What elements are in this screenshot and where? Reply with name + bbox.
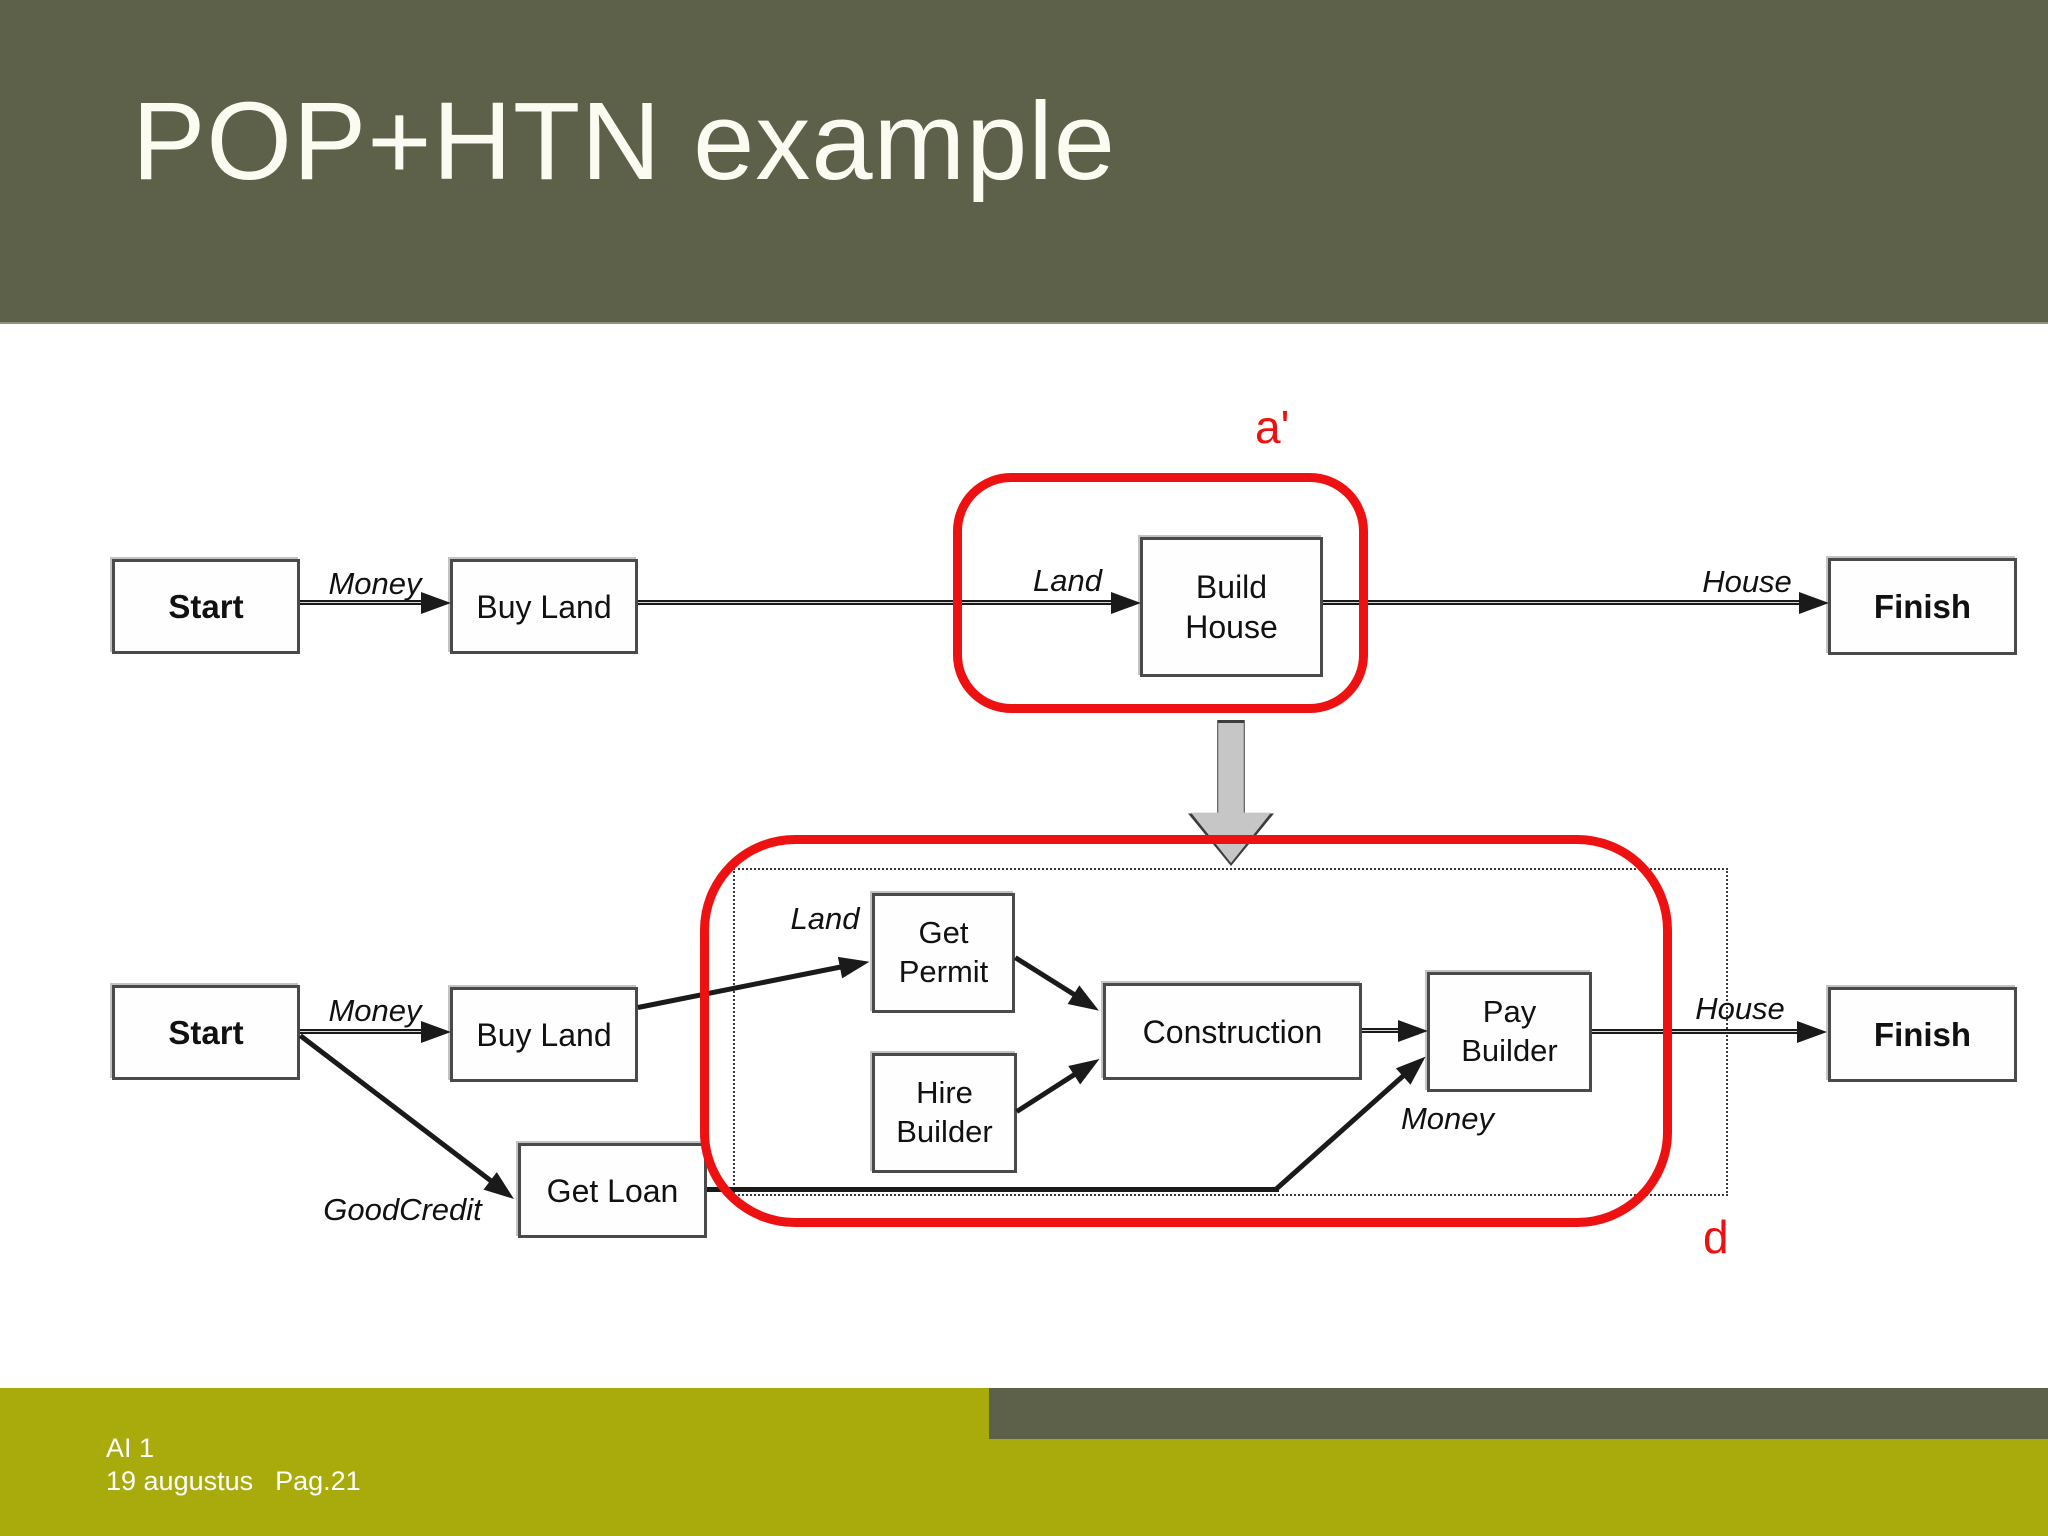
node-finish-top: Finish bbox=[1828, 558, 2017, 655]
edge-label-house-bottom: House bbox=[1695, 991, 1785, 1026]
arrowhead-icon bbox=[1398, 1020, 1428, 1042]
footer-text: AI 1 19 augustus Pag.21 bbox=[106, 1432, 361, 1498]
node-hire-builder: Hire Builder bbox=[872, 1053, 1017, 1173]
node-pay-builder: Pay Builder bbox=[1427, 972, 1592, 1092]
node-start-top: Start bbox=[112, 559, 300, 654]
edge-label-goodcredit: GoodCredit bbox=[323, 1192, 482, 1227]
footer-date: 19 augustus bbox=[106, 1466, 254, 1496]
node-get-permit: Get Permit bbox=[872, 893, 1015, 1013]
edge-label-land-bottom: Land bbox=[790, 901, 860, 936]
node-finish-bottom: Finish bbox=[1828, 987, 2017, 1082]
label-decomposition: d bbox=[1703, 1211, 1729, 1263]
arrowhead-icon bbox=[1799, 592, 1829, 614]
red-outline-abstract-action bbox=[953, 473, 1368, 713]
edge-label-money-loan: Money bbox=[1400, 1101, 1495, 1136]
red-outline-decomposition bbox=[700, 835, 1672, 1227]
header-band: POP+HTN example bbox=[0, 0, 2048, 324]
label-abstract-action: a' bbox=[1255, 401, 1290, 453]
arrowhead-icon bbox=[421, 1021, 451, 1043]
edge-label-land-top: Land bbox=[1033, 563, 1102, 598]
node-start-bottom: Start bbox=[112, 985, 300, 1080]
footer-course: AI 1 bbox=[106, 1433, 155, 1463]
edge-label-house-top: House bbox=[1702, 564, 1792, 599]
node-build-house: Build House bbox=[1140, 537, 1323, 677]
footer-band: AI 1 19 augustus Pag.21 bbox=[0, 1388, 2048, 1536]
edge-getloan-run bbox=[707, 1187, 1279, 1192]
edge-label-money-top: Money bbox=[328, 566, 422, 601]
edge-label-money-bottom: Money bbox=[328, 993, 422, 1028]
node-buy-land-top: Buy Land bbox=[450, 559, 638, 654]
node-buy-land-bottom: Buy Land bbox=[450, 987, 638, 1082]
arrowhead-icon bbox=[1111, 592, 1141, 614]
footer-page-number: Pag.21 bbox=[275, 1466, 361, 1496]
slide-title: POP+HTN example bbox=[132, 80, 1116, 203]
footer-accent-band bbox=[989, 1388, 2048, 1439]
node-construction: Construction bbox=[1103, 983, 1362, 1080]
arrowhead-icon bbox=[1797, 1021, 1827, 1043]
arrowhead-icon bbox=[421, 592, 451, 614]
node-get-loan: Get Loan bbox=[518, 1143, 707, 1238]
